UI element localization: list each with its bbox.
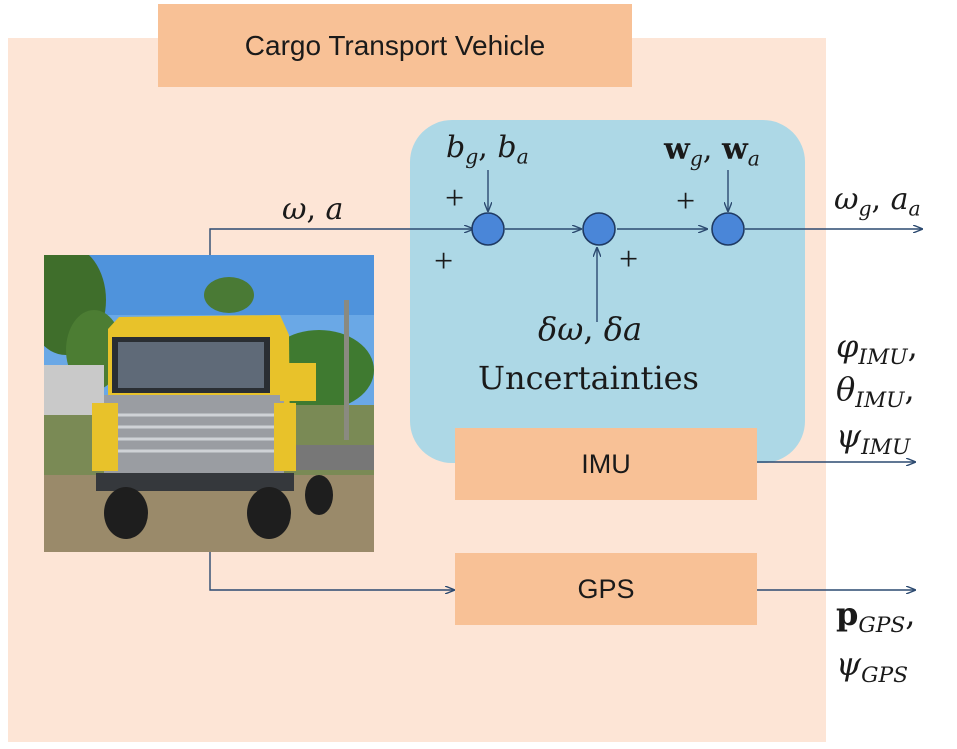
sum-node-bias: [471, 212, 505, 246]
phi-imu-label: φIMU,: [836, 327, 918, 370]
plus-sign-2: +: [434, 243, 454, 280]
p-gps-label: pGPS,: [836, 595, 916, 638]
sum-node-noise: [711, 212, 745, 246]
vehicle-title-box: Cargo Transport Vehicle: [158, 4, 632, 87]
truck-photo: [44, 255, 374, 552]
psi-gps-label: ψGPS: [836, 645, 909, 688]
gps-input-line: [209, 552, 454, 590]
omega-a-input-label: ω, a: [282, 192, 344, 227]
imu-label: IMU: [581, 448, 631, 479]
imu-box: IMU: [455, 428, 757, 500]
gps-label: GPS: [577, 573, 635, 604]
sum-node-uncertainty: [582, 212, 616, 246]
output-rates-label: ωg, aa: [834, 182, 921, 221]
plus-sign-1: +: [445, 180, 465, 217]
bias-label: bg, ba: [446, 130, 529, 169]
psi-imu-label: ψIMU: [836, 417, 911, 460]
plus-sign-3: +: [619, 241, 639, 278]
theta-imu-label: θIMU,: [836, 370, 915, 413]
vehicle-title: Cargo Transport Vehicle: [244, 29, 546, 61]
uncertainties-label: Uncertainties: [478, 359, 699, 397]
imu-uncertainty-region: [410, 120, 805, 463]
input-signal-line: [209, 229, 473, 255]
noise-label: wg, wa: [664, 132, 760, 171]
gps-box: GPS: [455, 553, 757, 625]
delta-label: δω, δa: [538, 310, 643, 348]
plus-sign-4: +: [676, 183, 696, 220]
